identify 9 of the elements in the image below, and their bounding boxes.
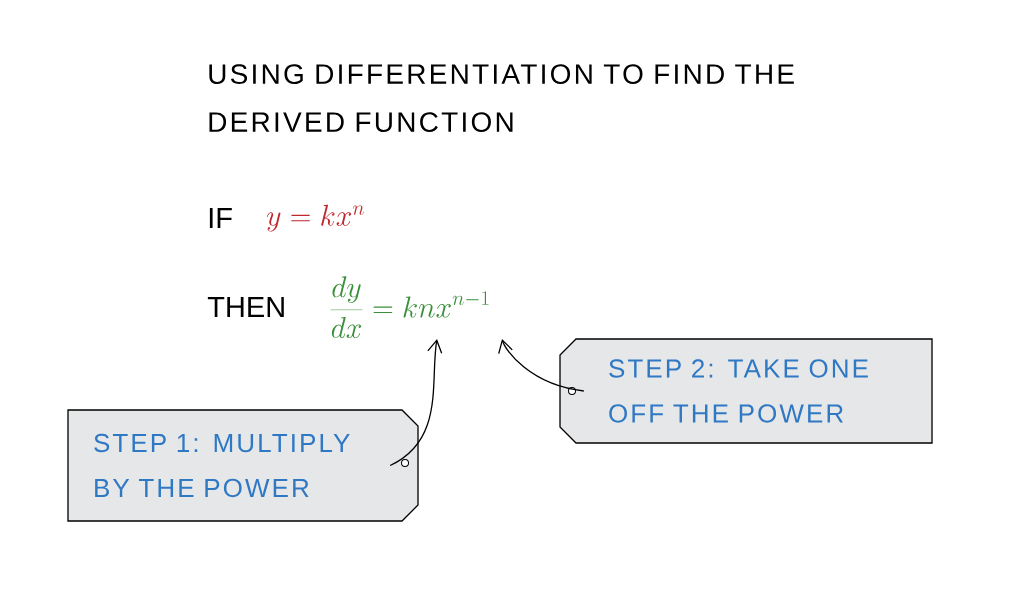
- keyword: THEN: [207, 297, 284, 317]
- formula: $y = kx^{n}$: [267, 204, 364, 232]
- keyword: IF: [209, 208, 232, 228]
- title: USING DIFFERENTIATION TO FIND THE DERIVED FUNCTION: [209, 64, 794, 132]
- tag-box: STEP 2: TAKE ONE OFF THE POWER: [559, 338, 933, 444]
- tag-box: STEP 1: MULTIPLY BY THE POWER: [67, 409, 419, 522]
- leader-arrow: [389, 338, 443, 467]
- leader-arrow: [498, 338, 585, 392]
- formula: $\frac{dy}{dx} = knx^{n-1}$: [330, 276, 489, 338]
